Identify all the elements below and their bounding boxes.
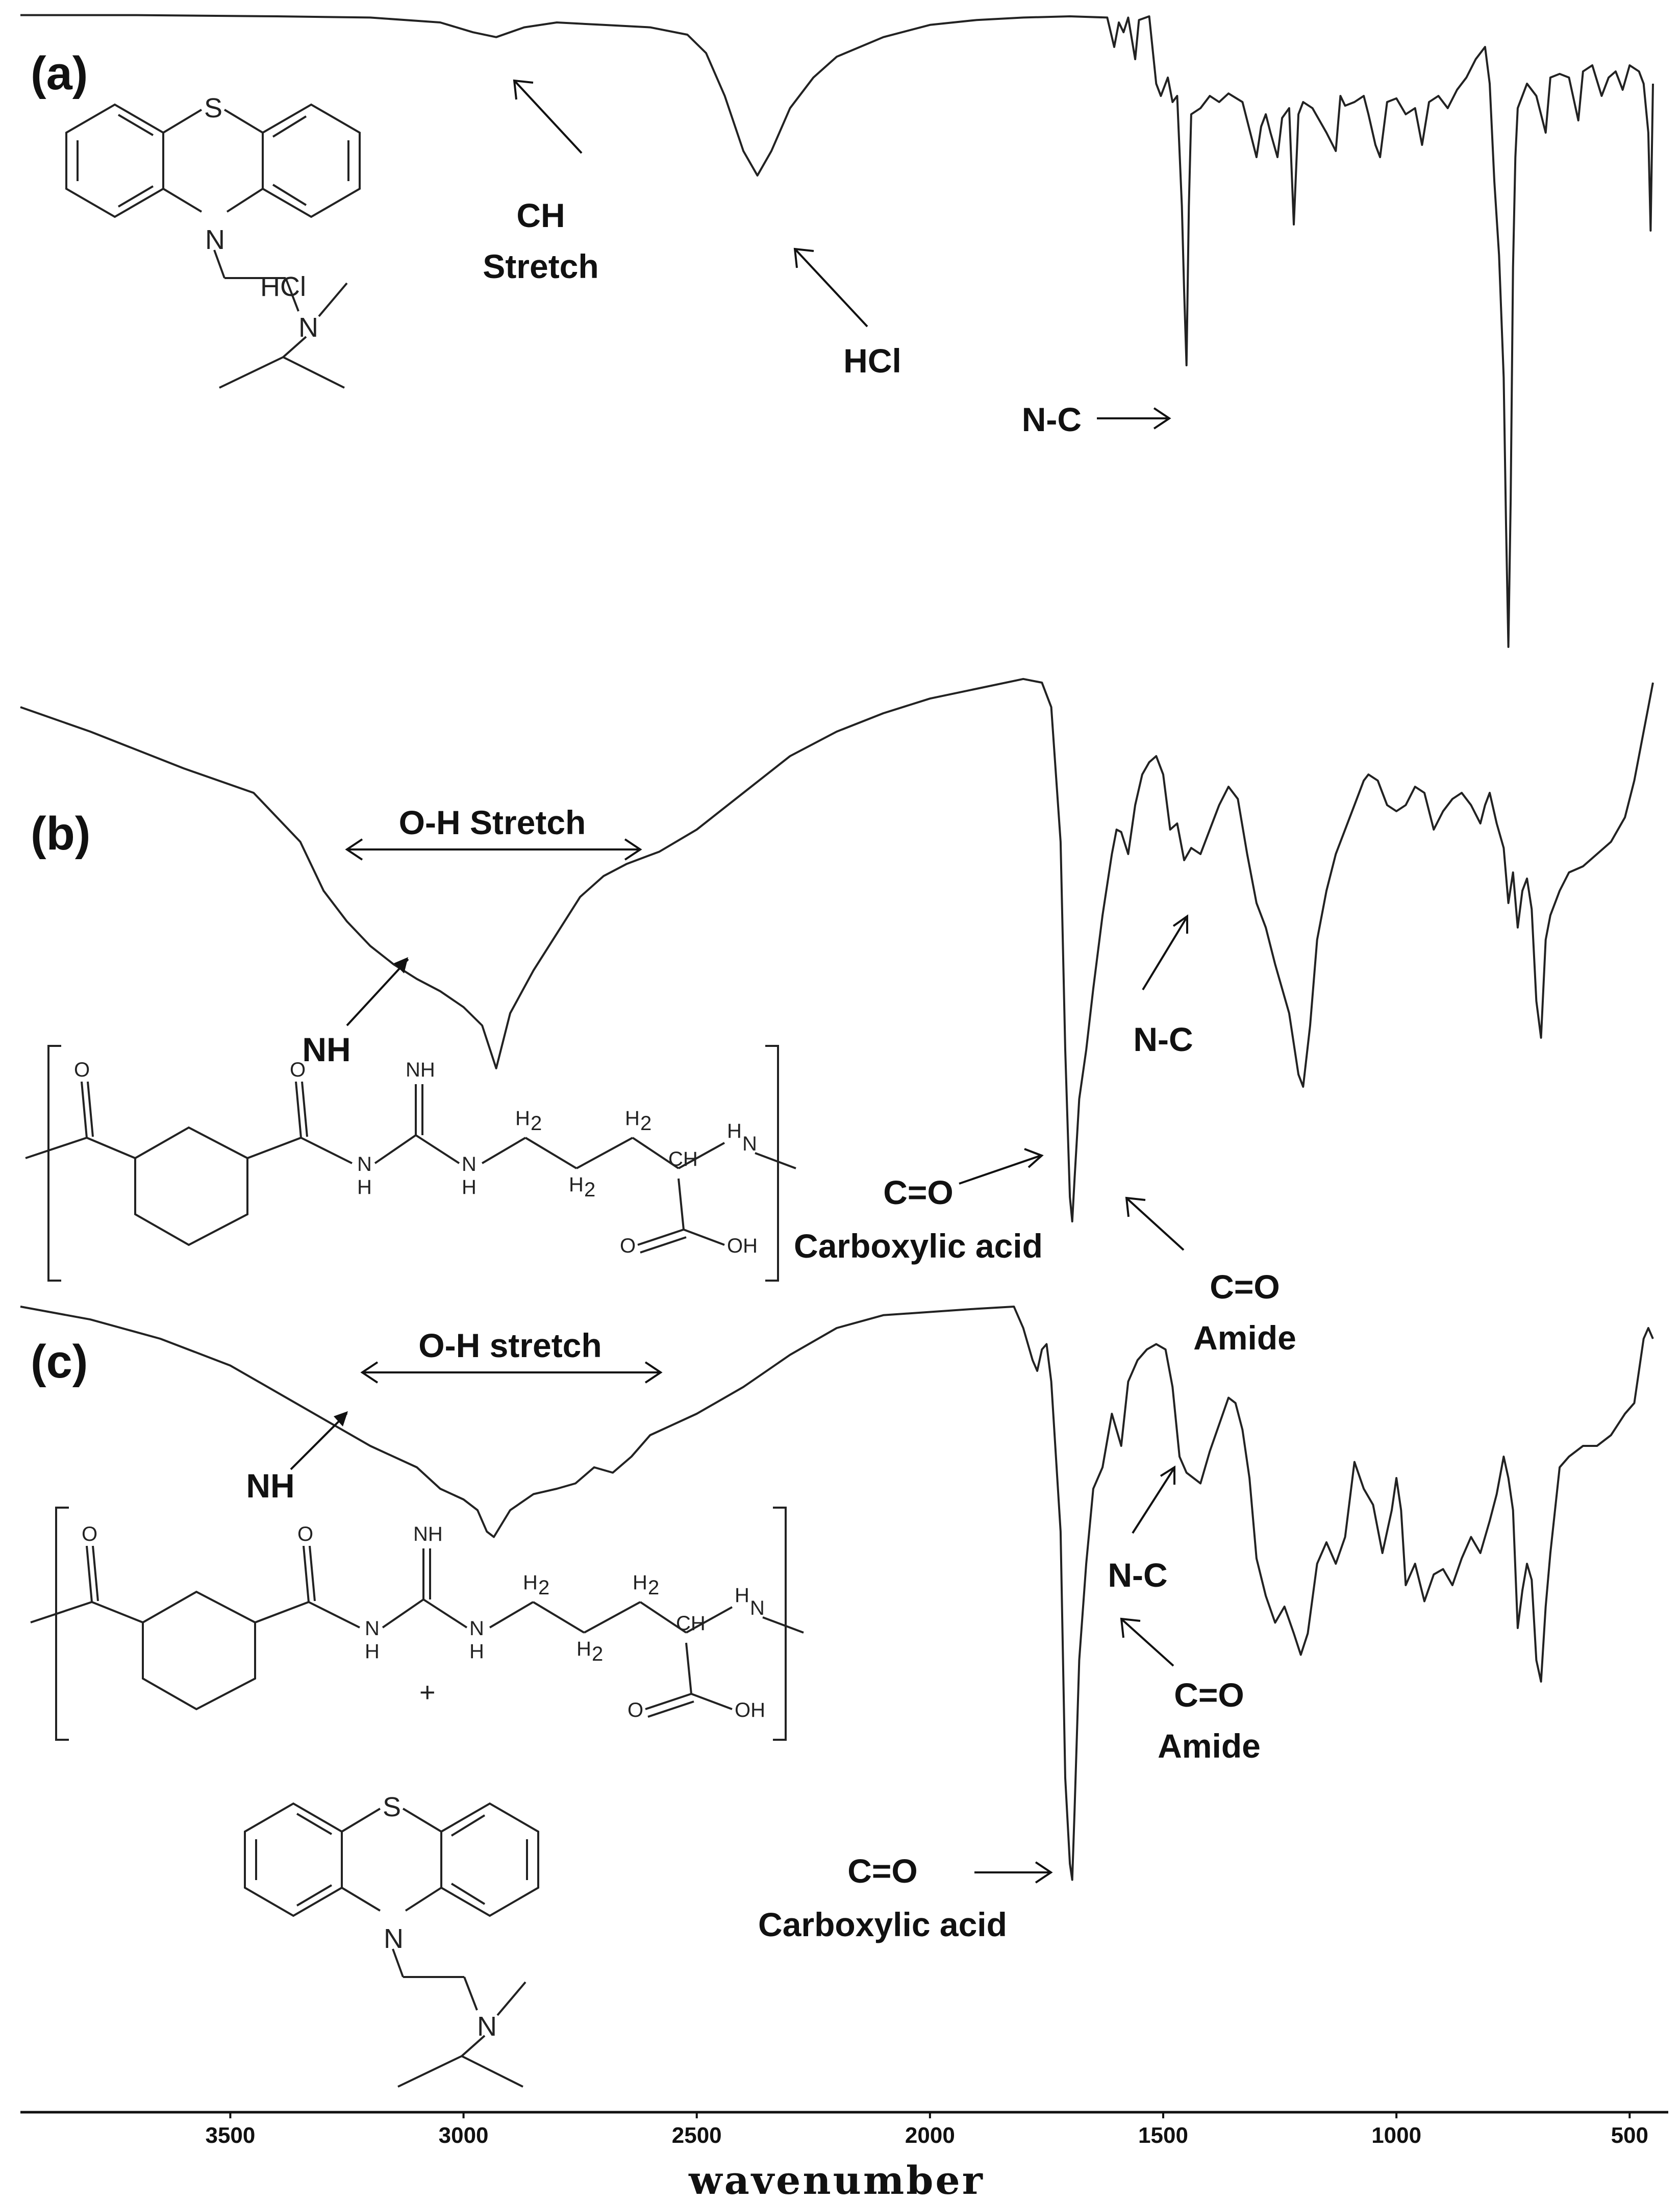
svg-text:CH: CH	[516, 196, 565, 234]
x-axis-label: wavenumber	[688, 2158, 985, 2202]
svg-text:2: 2	[640, 1112, 651, 1135]
annotation-b-nc: N-C	[1133, 914, 1193, 1058]
x-tick-label: 1500	[1138, 2123, 1188, 2148]
svg-text:H: H	[735, 1584, 749, 1607]
x-tick-label: 3000	[439, 2123, 489, 2148]
x-tick-label: 2000	[905, 2123, 955, 2148]
svg-text:H: H	[357, 1176, 372, 1198]
svg-text:N-C: N-C	[1133, 1020, 1193, 1058]
svg-text:HCl: HCl	[843, 342, 901, 380]
spectrum-line-c	[20, 1306, 1654, 1881]
annotation-a-nc: N-C	[1022, 401, 1171, 438]
svg-text:N-C: N-C	[1108, 1556, 1167, 1594]
annotation-c-nh: NH	[246, 1411, 348, 1505]
annotation-b-oh-stretch: O-H Stretch	[345, 804, 642, 861]
svg-text:H: H	[727, 1120, 742, 1142]
svg-text:N-C: N-C	[1022, 401, 1082, 438]
svg-text:O: O	[628, 1699, 643, 1721]
svg-text:NH: NH	[302, 1031, 350, 1068]
svg-text:C=O: C=O	[847, 1852, 918, 1890]
svg-text:2: 2	[648, 1577, 659, 1599]
svg-text:N: N	[742, 1133, 757, 1155]
svg-text:N: N	[357, 1153, 372, 1175]
panel-a-structure: S N N HCl	[65, 93, 361, 389]
spectrum-line-a	[20, 14, 1654, 648]
panel-a-nitrogen-chain: N	[298, 312, 318, 343]
svg-text:C=O: C=O	[1174, 1676, 1244, 1714]
svg-text:2: 2	[538, 1577, 549, 1599]
spectrum-line-b	[20, 678, 1654, 1222]
svg-text:Amide: Amide	[1193, 1319, 1296, 1357]
svg-text:2: 2	[531, 1112, 542, 1135]
panel-a-label: (a)	[31, 47, 88, 99]
svg-text:N: N	[469, 1617, 484, 1640]
panel-c-label: (c)	[31, 1336, 88, 1388]
x-axis: 3500 3000 2500 2000 1500 1000 500 wavenumber	[20, 2111, 1668, 2202]
svg-text:NH: NH	[413, 1523, 443, 1545]
x-tick-label: 2500	[672, 2123, 722, 2148]
svg-text:H: H	[523, 1571, 538, 1594]
svg-text:Carboxylic acid: Carboxylic acid	[758, 1906, 1007, 1943]
annotation-c-nc: N-C	[1108, 1465, 1175, 1594]
svg-text:Amide: Amide	[1158, 1727, 1261, 1765]
svg-text:OH: OH	[727, 1235, 758, 1257]
svg-text:H: H	[515, 1107, 530, 1130]
svg-text:Stretch: Stretch	[483, 247, 598, 285]
svg-text:NH: NH	[246, 1467, 294, 1505]
svg-text:CH: CH	[676, 1612, 706, 1635]
svg-text:O: O	[74, 1059, 90, 1081]
svg-text:CH: CH	[668, 1148, 698, 1170]
svg-text:+: +	[419, 1677, 436, 1708]
svg-text:H: H	[625, 1107, 640, 1130]
annotation-b-co-amide: C=O Amide	[1125, 1196, 1296, 1357]
svg-text:OH: OH	[735, 1699, 765, 1721]
svg-text:N: N	[462, 1153, 477, 1175]
annotation-c-oh-stretch: O-H stretch	[360, 1327, 663, 1384]
svg-text:N: N	[750, 1597, 765, 1619]
svg-text:H: H	[462, 1176, 477, 1198]
svg-text:O: O	[82, 1523, 97, 1545]
annotation-b-nh: NH	[302, 957, 409, 1068]
svg-text:S: S	[383, 1792, 401, 1822]
svg-text:NH: NH	[406, 1059, 435, 1081]
svg-text:C=O: C=O	[883, 1173, 954, 1211]
svg-text:N: N	[477, 2011, 497, 2042]
panel-a-nitrogen-ring: N	[205, 224, 225, 255]
svg-text:C=O: C=O	[1210, 1268, 1280, 1306]
panel-a-sulfur: S	[204, 93, 222, 123]
svg-text:Carboxylic acid: Carboxylic acid	[794, 1227, 1043, 1265]
svg-text:2: 2	[584, 1179, 595, 1201]
annotation-c-co-acid: C=O Carboxylic acid	[758, 1852, 1053, 1943]
svg-text:O-H stretch: O-H stretch	[418, 1327, 601, 1364]
svg-text:N: N	[384, 1923, 404, 1954]
panel-b-label: (b)	[31, 808, 90, 860]
panel-b-structure: O O NH N H N H H 2 H 2 H 2 CH H N O OH	[25, 1045, 796, 1282]
svg-text:O-H Stretch: O-H Stretch	[399, 804, 586, 841]
svg-text:O: O	[297, 1523, 313, 1545]
annotation-hcl: HCl	[793, 247, 901, 380]
annotation-b-co-acid: C=O Carboxylic acid	[794, 1148, 1044, 1265]
x-tick-labels: 3500 3000 2500 2000 1500 1000 500	[205, 2112, 1648, 2148]
svg-text:H: H	[469, 1640, 484, 1663]
annotation-c-co-amide: C=O Amide	[1120, 1617, 1261, 1765]
x-tick-label: 3500	[205, 2123, 255, 2148]
svg-text:O: O	[620, 1235, 636, 1257]
svg-text:O: O	[290, 1059, 306, 1081]
svg-text:H: H	[633, 1571, 647, 1594]
panel-a-hcl-salt: HCl	[260, 271, 306, 302]
svg-text:H: H	[569, 1173, 584, 1196]
panel-c-structure: O O NH N H N H H 2 H 2 H 2 CH H N O OH +	[30, 1507, 804, 2088]
x-tick-label: 1000	[1371, 2123, 1421, 2148]
svg-text:2: 2	[592, 1643, 603, 1665]
annotation-ch-stretch: CH Stretch	[483, 79, 599, 285]
svg-text:H: H	[365, 1640, 380, 1663]
spectra-group	[20, 14, 1654, 1881]
x-tick-label: 500	[1611, 2123, 1648, 2148]
svg-text:N: N	[365, 1617, 380, 1640]
svg-text:H: H	[576, 1638, 591, 1660]
